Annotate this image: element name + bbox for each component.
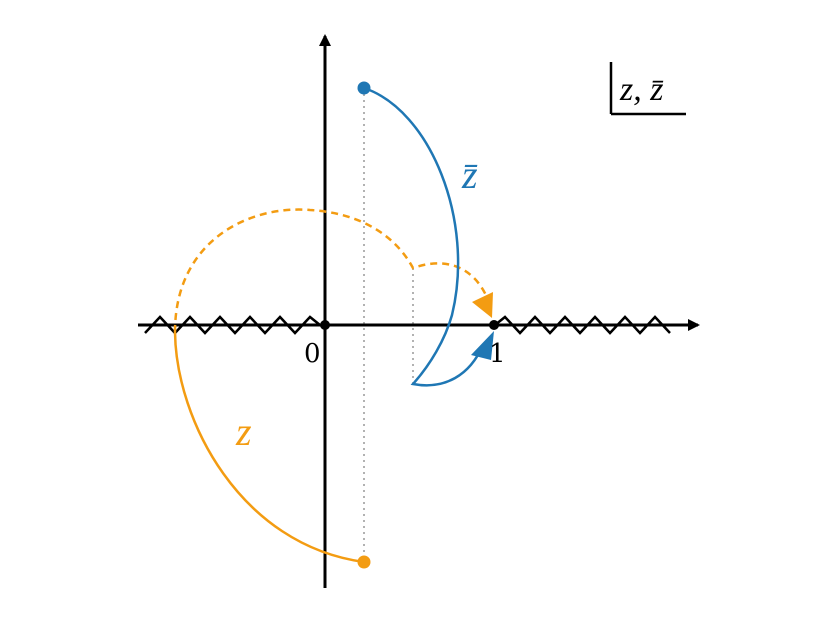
z-path-label: z bbox=[235, 409, 252, 454]
z-path-solid bbox=[173, 331, 365, 564]
one-point bbox=[489, 320, 499, 330]
origin-point bbox=[320, 320, 330, 330]
zbar-path-label: z̄ bbox=[461, 152, 478, 197]
zbar-start-point bbox=[357, 81, 371, 95]
corner-variables-label: z, z̄ bbox=[619, 71, 664, 108]
zbar-path bbox=[363, 86, 485, 387]
branch-cut-right bbox=[494, 315, 671, 335]
one-label: 1 bbox=[489, 339, 506, 369]
z-path-dashed bbox=[173, 208, 492, 333]
z-start-point bbox=[357, 555, 371, 569]
zbar-arrowhead bbox=[471, 331, 494, 360]
z-arrowhead bbox=[472, 292, 493, 318]
origin-label: 0 bbox=[304, 339, 321, 369]
